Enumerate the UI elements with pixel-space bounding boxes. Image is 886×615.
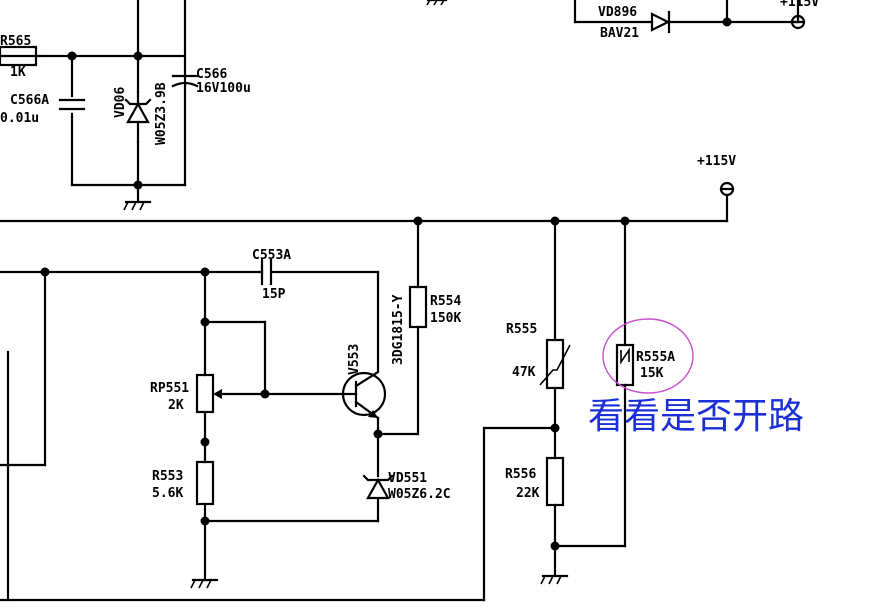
capacitor-c553a [260, 258, 273, 286]
label-rp551: RP551 [150, 381, 189, 396]
label-r555-value: 47K [512, 365, 536, 380]
label-r556: R556 [505, 467, 536, 482]
label-c566: C566 [196, 67, 227, 82]
highlight-circle [602, 318, 694, 394]
zener-vd551 [362, 474, 394, 500]
label-vd551-value: W05Z6.2C [388, 487, 451, 502]
capacitor-c566 [171, 74, 199, 88]
label-vd896: VD896 [598, 5, 637, 20]
diode-vd896 [650, 10, 671, 34]
component-labels: R565 1K C566A 0.01u VD06 W05Z3.9B C566 1… [0, 0, 819, 502]
label-c566a-value: 0.01u [0, 111, 39, 126]
resistor-r556 [545, 456, 565, 507]
label-r555: R555 [506, 322, 537, 337]
label-vd551: VD551 [388, 471, 427, 486]
label-vd06-value: W05Z3.9B [154, 82, 169, 145]
label-r565-value: 1K [10, 65, 26, 80]
resistor-r555 [539, 338, 571, 390]
ground-symbols [123, 0, 569, 589]
wires [0, 0, 800, 602]
potentiometer-rp551 [195, 373, 222, 414]
label-vd896-value: BAV21 [600, 26, 639, 41]
resistor-r554 [408, 285, 428, 329]
zener-vd06 [124, 90, 152, 144]
label-c553a: C553A [252, 248, 291, 263]
label-115v-top: +115V [780, 0, 819, 10]
terminal-115v-top [790, 14, 806, 30]
label-r553-value: 5.6K [152, 486, 183, 501]
resistor-r555a [615, 343, 635, 387]
annotation-note: 看看是否开路 [588, 396, 804, 437]
terminal-115v-right [719, 181, 735, 197]
junction-dots [40, 17, 732, 551]
label-r565: R565 [0, 34, 31, 49]
label-c566-value: 16V100u [196, 81, 251, 96]
label-rp551-value: 2K [168, 398, 184, 413]
label-r556-value: 22K [516, 486, 540, 501]
resistor-r553 [195, 460, 215, 506]
label-v553-value: 3DG1815-Y [391, 294, 406, 365]
label-115v-right: +115V [697, 154, 736, 169]
transistor-v553 [340, 370, 387, 420]
capacitor-c566a [58, 98, 86, 111]
label-r554-value: 150K [430, 311, 461, 326]
label-v553: V553 [347, 344, 362, 375]
label-r554: R554 [430, 294, 461, 309]
label-c566a: C566A [10, 93, 49, 108]
resistor-r565 [0, 45, 38, 67]
label-r555a: R555A [636, 350, 675, 365]
label-r553: R553 [152, 469, 183, 484]
label-r555a-value: 15K [640, 366, 664, 381]
label-c553a-value: 15P [262, 287, 286, 302]
label-vd06: VD06 [113, 87, 128, 118]
